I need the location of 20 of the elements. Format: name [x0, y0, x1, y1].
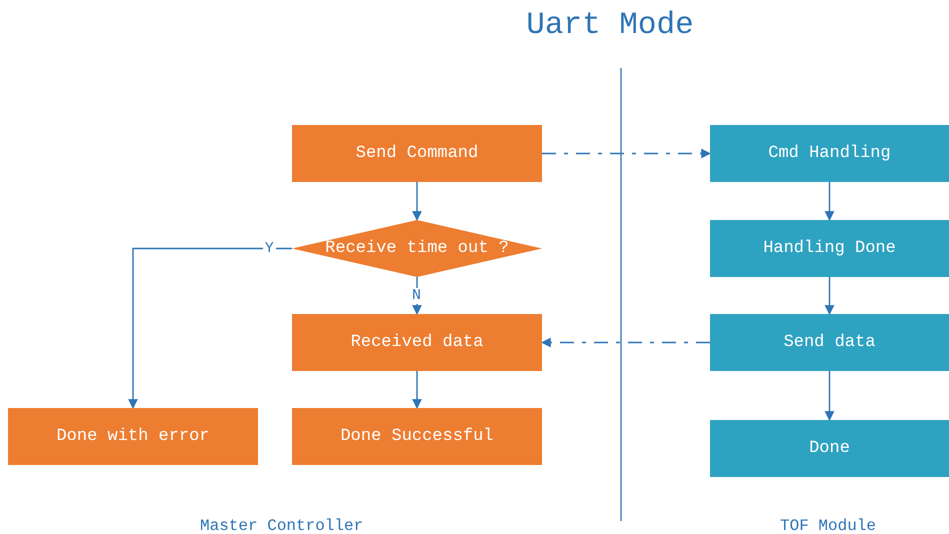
arrow: [824, 277, 834, 315]
lane-label: Master Controller: [200, 517, 364, 534]
process-box: Received data: [292, 314, 542, 371]
arrow: [128, 248, 292, 409]
title: Uart Mode: [525, 8, 695, 43]
process-box: Cmd Handling: [710, 125, 949, 182]
decision-diamond: Receive time out ?: [292, 220, 542, 277]
process-box: Done with error: [8, 408, 258, 465]
process-box: Send Command: [292, 125, 542, 182]
arrow: [412, 371, 422, 409]
process-box: Send data: [710, 314, 949, 371]
lane-label: TOF Module: [780, 517, 876, 534]
arrow: [824, 371, 834, 421]
arrow: [542, 148, 711, 158]
arrow: [824, 182, 834, 221]
arrow: [412, 182, 422, 221]
process-box: Done Successful: [292, 408, 542, 465]
arrow: [541, 338, 710, 348]
process-box: Handling Done: [710, 220, 949, 277]
process-box: Done: [710, 420, 949, 477]
